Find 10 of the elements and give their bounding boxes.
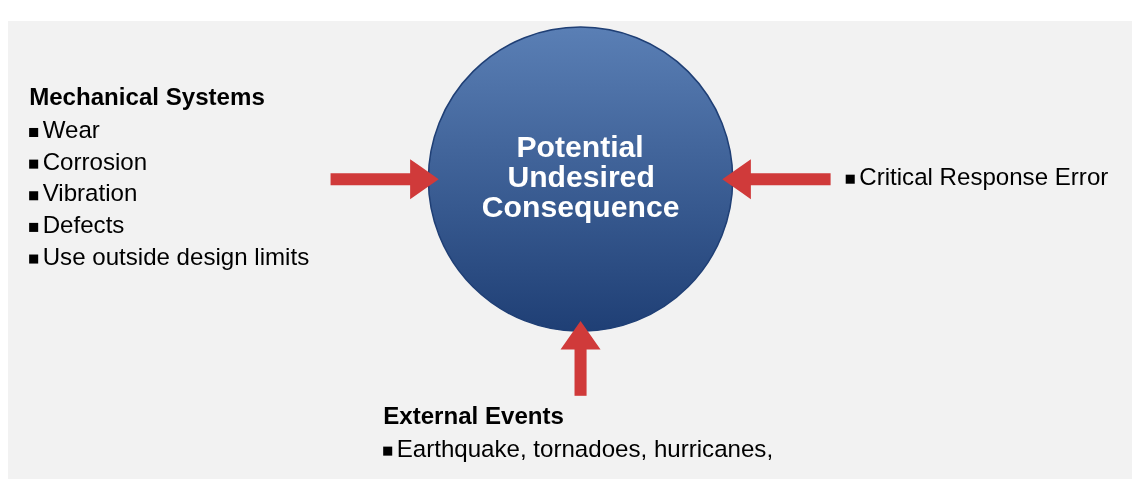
arrow — [330, 159, 439, 200]
node-text: Mechanical Systems Wear Corrosion Vibration Defects Use outside design limits — [29, 83, 310, 270]
arrow — [722, 159, 831, 200]
node-circle: Potential Undesired Consequence — [427, 26, 734, 333]
node-box — [845, 174, 855, 184]
node-label: Earthquake, tornadoes, hurricanes, — [396, 434, 774, 462]
arrow — [560, 321, 601, 396]
node-box — [383, 446, 393, 456]
node-label: External Events — [383, 401, 564, 429]
node-label: Critical Response Error — [859, 162, 1109, 190]
